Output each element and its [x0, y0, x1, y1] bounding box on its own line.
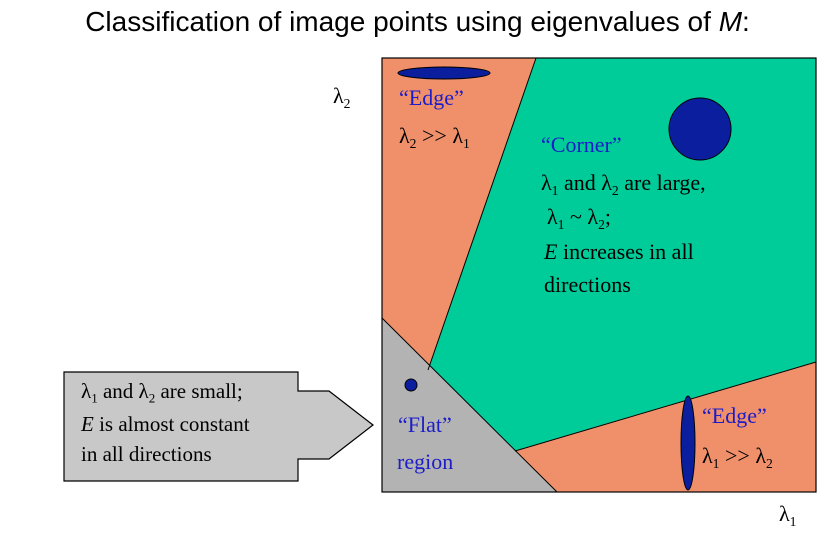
corner-line-1: λ1 and λ2 are large,	[541, 170, 706, 198]
small-dot-icon	[404, 378, 418, 392]
boundary-edge-top	[427, 57, 537, 371]
callout-line-3: in all directions	[81, 442, 212, 466]
title-prefix: Classification of image points using eig…	[85, 6, 719, 37]
boundary-flat-diagonal	[381, 317, 558, 493]
callout-arrow	[63, 371, 374, 482]
title-suffix: :	[742, 6, 750, 37]
vertical-ellipse-icon	[680, 395, 696, 491]
edge-top-relation: λ2 >> λ1	[399, 123, 470, 151]
horizontal-ellipse-icon	[397, 66, 491, 80]
x-axis-label: λ1	[779, 501, 797, 529]
corner-region	[428, 58, 816, 451]
edge-top-title: “Edge”	[399, 85, 464, 110]
callout-line-2: E is almost constant	[81, 412, 250, 436]
large-circle-icon	[668, 97, 732, 161]
corner-title: “Corner”	[541, 132, 622, 157]
edge-right-title: “Edge”	[702, 403, 767, 428]
flat-subtitle: region	[397, 449, 454, 474]
diagram-frame	[381, 57, 817, 493]
y-axis-label: λ2	[333, 83, 351, 111]
corner-line-2: λ1 ~ λ2;	[547, 204, 611, 232]
page-title: Classification of image points using eig…	[0, 6, 835, 38]
boundary-edge-right	[514, 361, 817, 452]
callout-line-1: λ1 and λ2 are small;	[81, 379, 243, 406]
flat-title: “Flat”	[398, 412, 452, 437]
corner-line-3: E increases in all	[544, 239, 694, 264]
edge-right-relation: λ1 >> λ2	[702, 443, 773, 471]
corner-line-4: directions	[544, 272, 631, 297]
title-symbol: M	[718, 6, 743, 37]
